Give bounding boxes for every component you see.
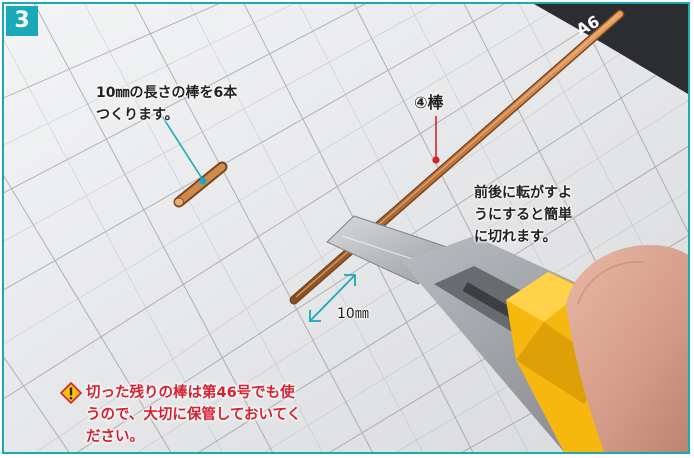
rolling-tip-callout: 前後に転がすよ うにすると簡単 に切れます。 bbox=[474, 182, 572, 248]
length-pointer bbox=[161, 115, 207, 185]
measure-arrow bbox=[309, 274, 356, 322]
rolling-tip-line: うにすると簡単 bbox=[474, 207, 573, 223]
warning-note: 切った残りの棒は第46号でも使 うので、大切に保管しておいてく ださい。 bbox=[60, 382, 302, 448]
warning-line: うので、大切に保管しておいてく bbox=[86, 407, 302, 423]
length-instruction-line: 10㎜の長さの棒を6本 bbox=[96, 85, 238, 101]
thumb bbox=[566, 245, 688, 452]
rolling-tip-line: 前後に転がすよ bbox=[474, 185, 572, 201]
photo-frame: A6 bbox=[2, 2, 690, 454]
short-rod-piece bbox=[173, 161, 228, 208]
rod-label: ④棒 bbox=[414, 93, 444, 112]
warning-diamond-icon bbox=[60, 382, 82, 404]
warning-line: ださい。 bbox=[86, 429, 144, 445]
rolling-tip-line: に切れます。 bbox=[474, 229, 557, 245]
step-number-badge: 3 bbox=[6, 6, 38, 36]
length-instruction-callout: 10㎜の長さの棒を6本 つくります。 bbox=[96, 82, 237, 126]
length-instruction-line: つくります。 bbox=[96, 107, 179, 123]
measure-label: 10㎜ bbox=[337, 306, 369, 322]
warning-line: 切った残りの棒は第46号でも使 bbox=[86, 385, 295, 401]
rod-pointer bbox=[432, 116, 440, 164]
photo-illustration: A6 bbox=[4, 4, 688, 452]
